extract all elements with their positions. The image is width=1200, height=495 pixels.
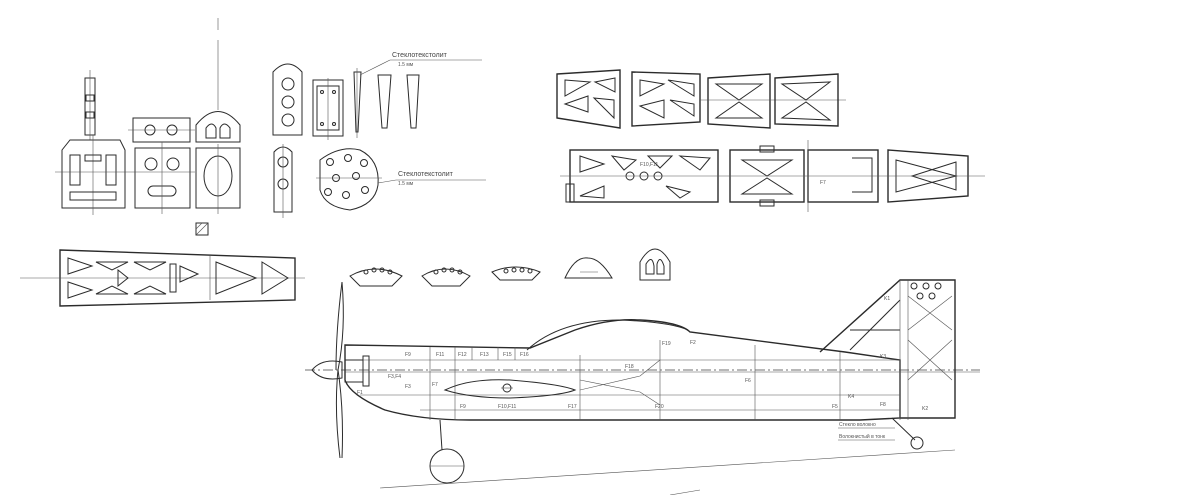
label-f9: F9	[405, 352, 411, 358]
label-f5: F5	[832, 404, 838, 410]
wing-panel-4	[774, 73, 839, 127]
fiberglass-strips	[353, 68, 420, 138]
label-f10-f11: F10,F11	[498, 404, 516, 410]
hatch-part	[128, 117, 195, 143]
callout-2-sub: 1.5 мм	[398, 181, 414, 187]
label-f3-f4: F3,F4	[388, 374, 401, 380]
note-2: Волокнистый в тонк	[839, 433, 886, 440]
servo-plate	[312, 78, 344, 140]
label-f3: F3	[405, 384, 411, 390]
label-k2: K2	[922, 406, 928, 412]
callout-1-sub: 1.5 мм	[398, 62, 414, 68]
label-f20: F20	[655, 404, 664, 410]
arch-former-top	[195, 111, 241, 143]
former-f3	[130, 142, 195, 214]
hatched-square	[195, 222, 209, 236]
label-f7: F7	[432, 382, 438, 388]
wing-panel-1	[556, 69, 621, 129]
profile-f15	[491, 266, 541, 281]
label-f13: F13	[480, 352, 489, 358]
wing-panels-bottom-row: F10,F11 F7	[560, 140, 985, 212]
panel-label-f10-f11: F10,F11	[640, 162, 658, 168]
label-f16: F16	[520, 352, 529, 358]
tail-notes: Стекло волокно Волокнистый в тонк	[838, 422, 895, 441]
former-profiles-row	[349, 248, 671, 287]
fiberglass-round-plate	[316, 148, 382, 211]
label-k4: K4	[848, 394, 854, 400]
label-f9b: F9	[460, 404, 466, 410]
label-f1: F1	[357, 390, 363, 396]
label-f6: F6	[745, 378, 751, 384]
fiberglass-callout-2: Стеклотекстолит 1.5 мм	[377, 171, 486, 187]
motor-mount-strip	[84, 70, 96, 140]
profile-f14	[421, 267, 471, 287]
wing-plate-3holes	[272, 63, 303, 136]
callout-1-text: Стеклотекстолит	[392, 52, 448, 59]
fiberglass-callout-1: Стеклотекстолит 1.5 мм	[359, 52, 482, 76]
fuselage-part-labels: F9 F11 F12 F13 F15 F16 F3,F4 F3 F7 F1 F9…	[357, 296, 928, 412]
small-plate-2holes	[273, 144, 293, 218]
label-f15: F15	[503, 352, 512, 358]
label-f18: F18	[625, 364, 634, 370]
wing-panels-top-row	[556, 69, 846, 129]
label-f11: F11	[436, 352, 444, 358]
stabilizer-panel	[20, 249, 305, 307]
wing-panel-3	[700, 73, 846, 129]
former-parts-group	[55, 18, 241, 236]
profile-f16	[564, 257, 613, 279]
fuselage-side-view: F9 F11 F12 F13 F15 F16 F3,F4 F3 F7 F1 F9…	[305, 279, 980, 495]
label-f17: F17	[568, 404, 577, 410]
callout-2-text: Стеклотекстолит	[398, 171, 454, 178]
firewall-former	[55, 135, 130, 215]
oval-former	[195, 144, 241, 214]
label-f8: F8	[880, 402, 886, 408]
note-1: Стекло волокно	[839, 422, 876, 428]
label-f19: F19	[662, 341, 671, 347]
label-f2: F2	[690, 340, 696, 346]
label-k1: K1	[884, 296, 890, 302]
wing-panel-2	[631, 71, 701, 127]
label-f12: F12	[458, 352, 467, 358]
profile-f13	[349, 267, 403, 287]
center-parts-group: Стеклотекстолит 1.5 мм Стекл	[272, 52, 486, 218]
label-k3: K3	[880, 354, 886, 360]
profile-f17	[639, 248, 671, 281]
panel-label-f7: F7	[820, 180, 826, 186]
